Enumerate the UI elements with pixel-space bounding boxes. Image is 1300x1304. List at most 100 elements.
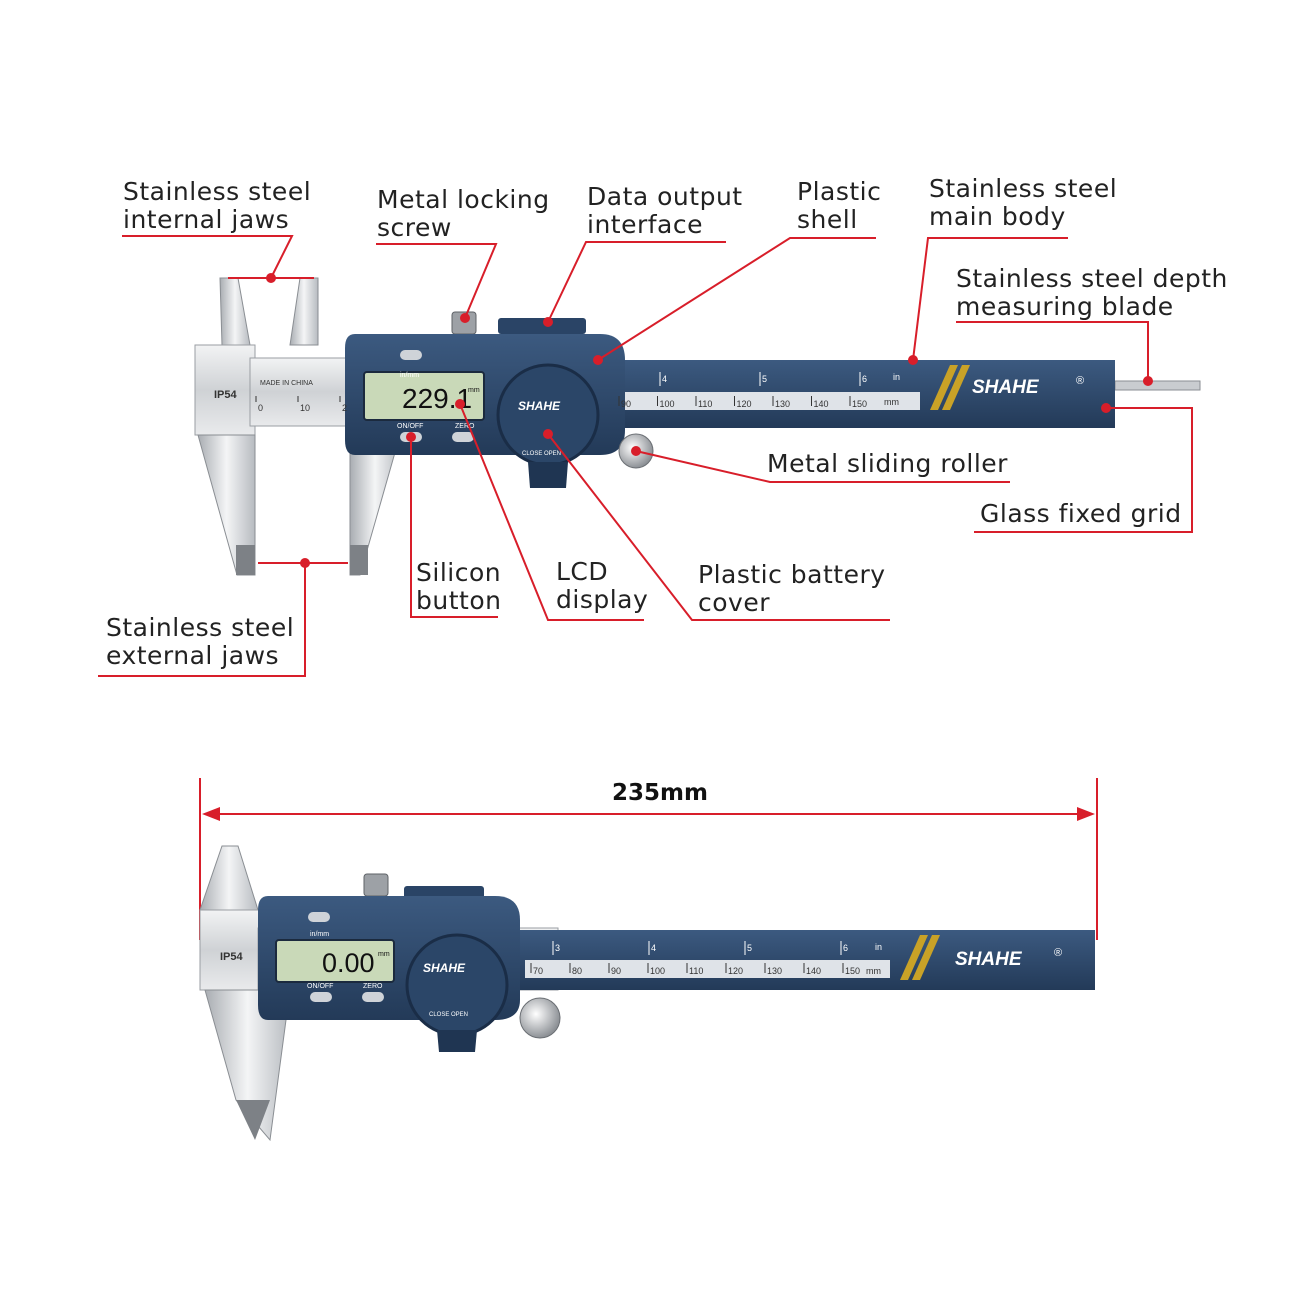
scale-number: 110 (698, 399, 712, 409)
scale-number: 90 (621, 399, 631, 409)
scale-number: 130 (775, 399, 790, 409)
b-brand-beam: SHAHE (955, 949, 1023, 970)
btn-zero-phys-top[interactable] (452, 432, 474, 442)
label-lcd-display-line1: LCD (556, 557, 609, 586)
b-dial-label: CLOSE OPEN (429, 1012, 468, 1018)
scale-number: 120 (737, 399, 752, 409)
depth-blade (1114, 380, 1201, 391)
label-depth-blade-line1: Stainless steel depth (956, 264, 1228, 293)
scale-number: 140 (806, 966, 821, 976)
scale-number: 70 (533, 966, 543, 976)
leader-main-body (912, 237, 1068, 361)
fixed-jaw-head (194, 344, 256, 436)
btn-onoff-label: ON/OFF (397, 423, 423, 430)
label-depth-blade: Stainless steel depth measuring blade (956, 265, 1228, 321)
label-glass-grid-line1: Glass fixed grid (980, 499, 1182, 528)
label-plastic-shell-line2: shell (797, 205, 858, 234)
label-glass-grid: Glass fixed grid (980, 500, 1182, 528)
leader-lcd-display (459, 403, 644, 621)
scale-number: 140 (814, 399, 829, 409)
scale-number: 4 (662, 374, 667, 384)
label-plastic-shell: Plastic shell (797, 178, 881, 234)
b-gold-stripes (900, 935, 928, 980)
label-battery-cover: Plastic battery cover (698, 561, 886, 617)
label-internal-jaws: Stainless steel internal jaws (123, 178, 311, 234)
scale-number: 0 (258, 403, 263, 413)
b-sliding-roller (519, 997, 561, 1039)
lcd-unit: mm (468, 387, 480, 394)
brand-beam: SHAHE (972, 377, 1040, 398)
leader-battery-cover (547, 433, 890, 621)
leader-data-output (547, 241, 726, 323)
scale-number: 150 (852, 399, 867, 409)
btn-onoff-top[interactable] (400, 350, 422, 360)
label-depth-blade-line2: measuring blade (956, 292, 1174, 321)
scale-number: 4 (651, 943, 656, 953)
b-rating-label: IP54 (220, 951, 244, 963)
label-silicon-button: Silicon button (416, 559, 501, 615)
leader-lines (98, 235, 1193, 677)
dial-knob (528, 462, 568, 488)
dim-arrow-right (1077, 807, 1095, 821)
scale-number: 6 (843, 943, 848, 953)
internal-jaw-fixed (219, 277, 251, 346)
b-fixed-head (199, 909, 263, 991)
label-plastic-shell-line1: Plastic (797, 177, 882, 206)
brand-dial: SHAHE (518, 399, 561, 413)
label-battery-cover-line1: Plastic battery (698, 560, 886, 589)
scale-number: 100 (650, 966, 665, 976)
b-jaw-tip (236, 1100, 270, 1140)
in-unit-label: in (893, 372, 900, 382)
jaw-tip-left (236, 545, 255, 575)
unit-toggle-label: in/mm (400, 372, 419, 379)
label-silicon-button-line1: Silicon (416, 558, 502, 587)
label-main-body: Stainless steel main body (929, 175, 1117, 231)
dot-data-output (543, 317, 553, 327)
leader-silicon-button (410, 437, 498, 618)
b-btn-zero[interactable] (362, 992, 384, 1002)
dot-lcd-display (455, 399, 465, 409)
scale-number: 150 (845, 966, 860, 976)
made-in-label: MADE IN CHINA (260, 380, 313, 387)
b-battery-dial (405, 933, 509, 1037)
scale-number: 90 (611, 966, 621, 976)
caliper-bottom: 0.00 mm in/mm ON/OFF ZERO SHAHE CLOSE OP… (199, 845, 1095, 1142)
label-external-jaws-line1: Stainless steel (106, 613, 295, 642)
b-onoff-label: ON/OFF (307, 983, 333, 990)
b-lcd-unit: mm (378, 951, 390, 958)
label-locking-screw: Metal locking screw (377, 186, 550, 242)
registered-mark: ® (1076, 375, 1084, 387)
label-internal-jaws-line2: internal jaws (123, 205, 290, 234)
label-main-body-line1: Stainless steel (929, 174, 1118, 203)
scale-number: 6 (862, 374, 867, 384)
scale-number: 3 (555, 943, 560, 953)
dot-locking-screw (460, 313, 470, 323)
leader-internal-jaws (122, 235, 294, 279)
scale-number: 5 (762, 374, 767, 384)
dot-external-jaws (300, 558, 310, 568)
label-external-jaws-line2: external jaws (106, 641, 280, 670)
b-btn-onoff[interactable] (310, 992, 332, 1002)
b-btn-top[interactable] (308, 912, 330, 922)
leader-sliding-roller (635, 450, 1010, 483)
b-zero-label: ZERO (363, 983, 383, 990)
label-data-output-line2: interface (587, 210, 703, 239)
label-data-output-line1: Data output (587, 182, 743, 211)
label-data-output: Data output interface (587, 183, 743, 239)
leader-plastic-shell (597, 237, 876, 361)
label-main-body-line2: main body (929, 202, 1066, 231)
scale-number: 130 (767, 966, 782, 976)
dot-sliding-roller (631, 446, 641, 456)
label-internal-jaws-line1: Stainless steel (123, 177, 312, 206)
b-lcd-window (275, 939, 395, 983)
scale-number: 110 (689, 966, 703, 976)
data-output-port (498, 318, 586, 334)
b-internal-jaw (199, 845, 259, 911)
label-battery-cover-line2: cover (698, 588, 770, 617)
battery-cover-dial (496, 363, 600, 467)
gold-stripe-2 (942, 365, 970, 410)
caliper-top: 229.1 mm in/mm ON/OFF ZERO SHAHE CLOSE O… (194, 277, 1201, 576)
